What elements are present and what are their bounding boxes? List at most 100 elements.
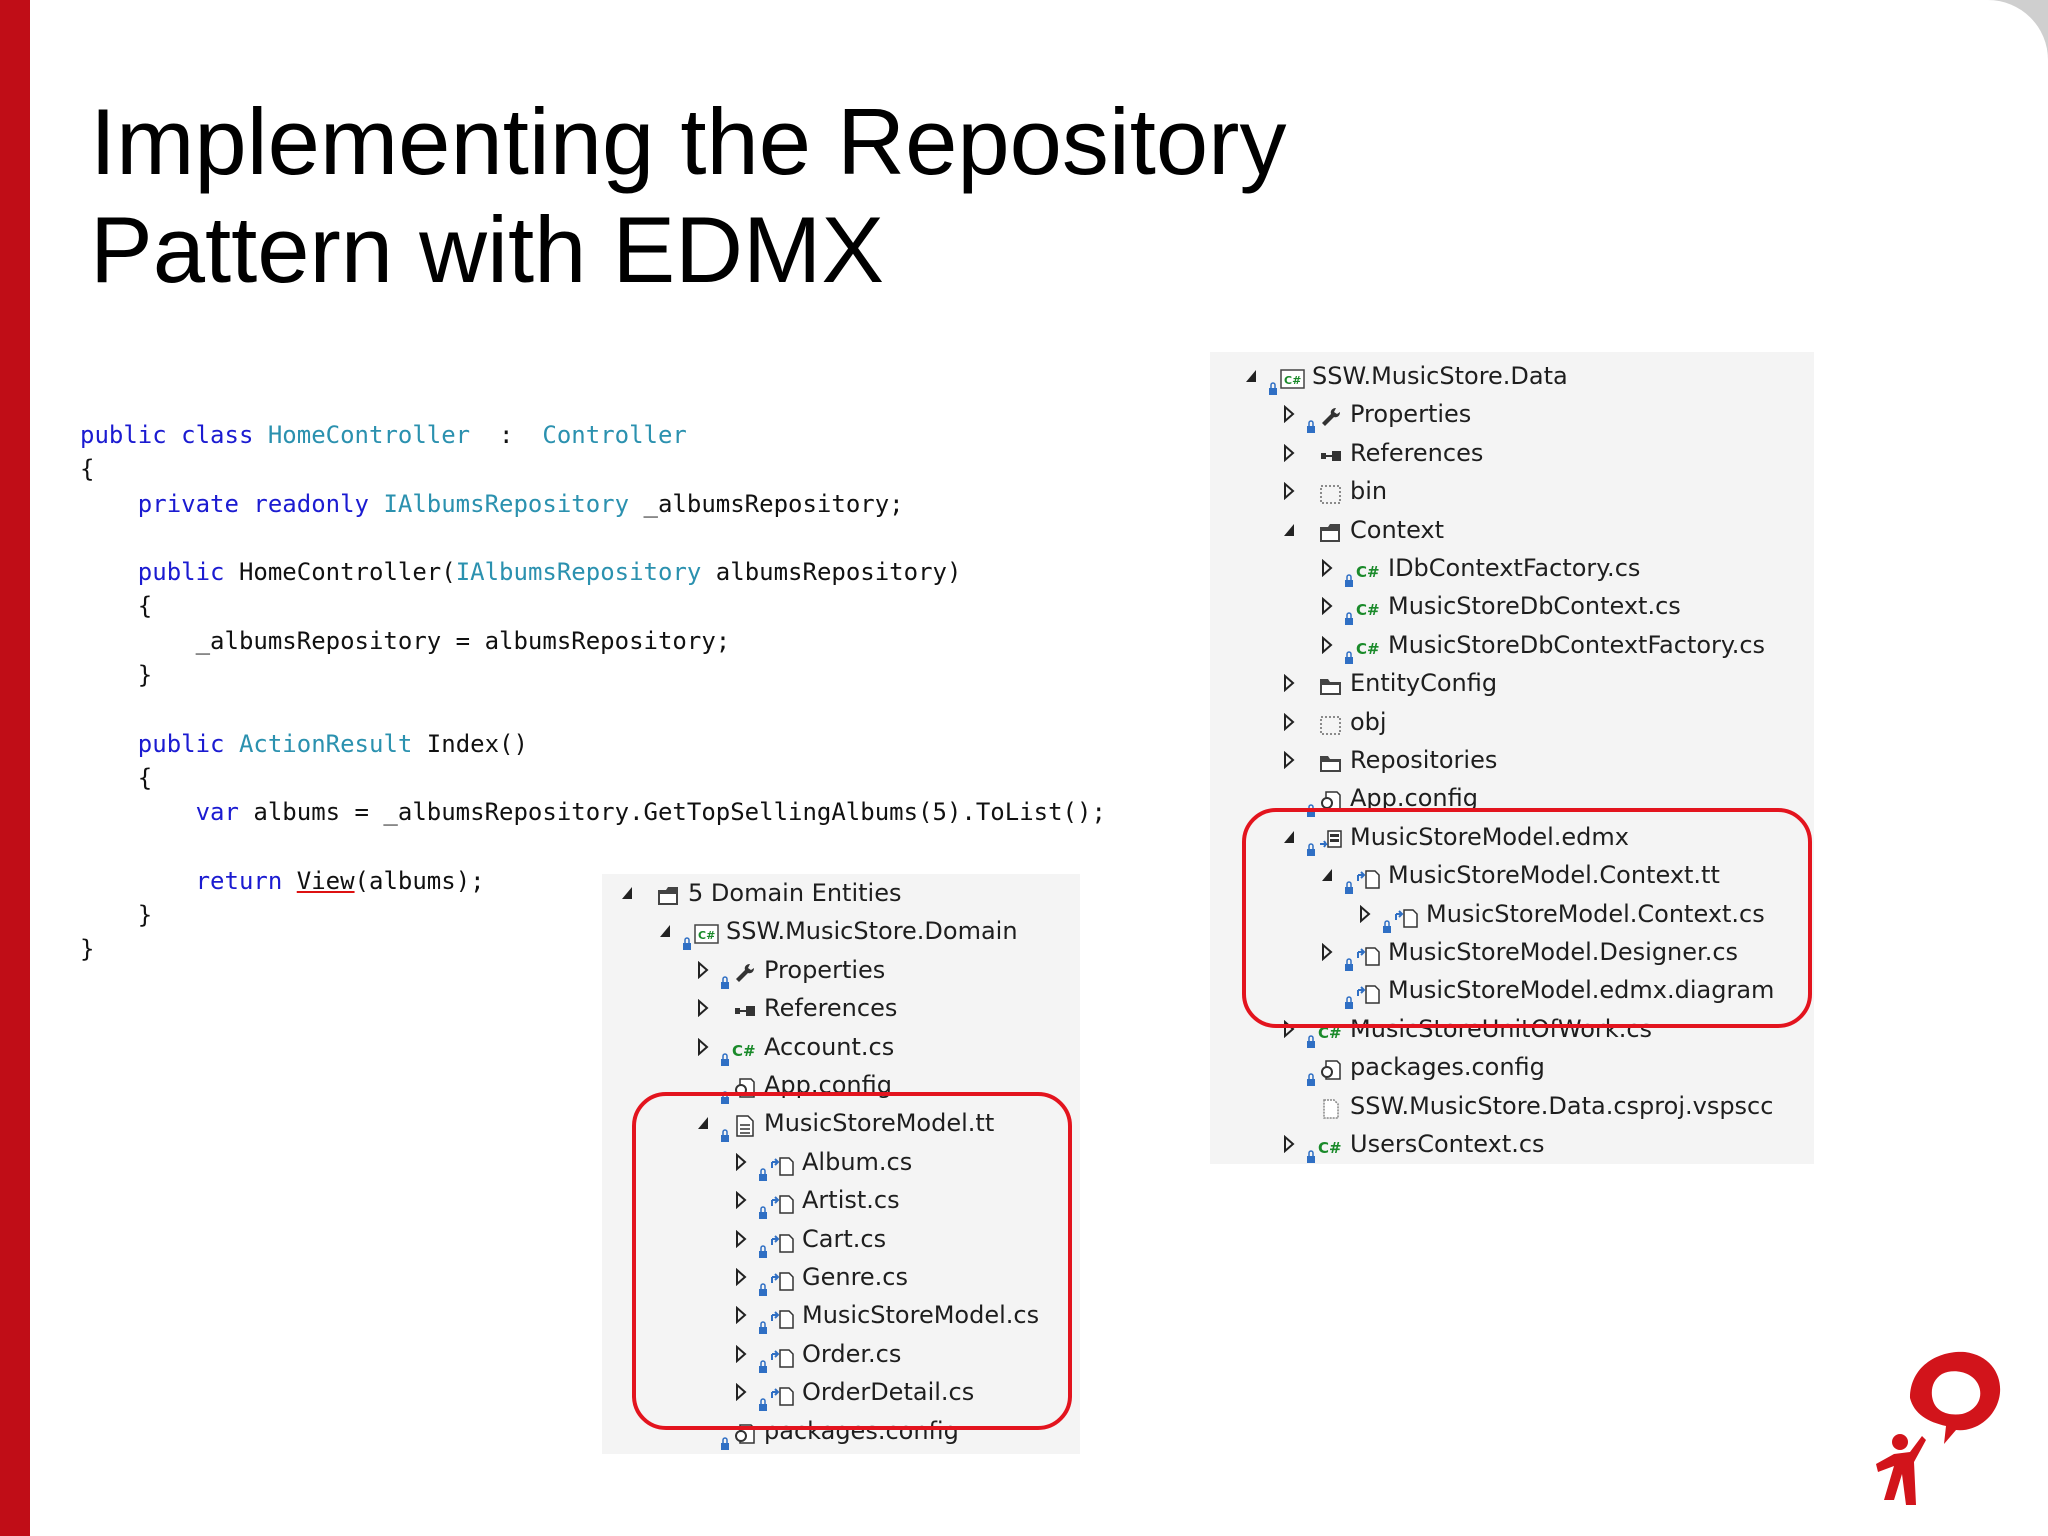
tree-item[interactable]: C#SSW.MusicStore.Domain	[602, 912, 1080, 951]
tree-item[interactable]: Artist.cs	[602, 1181, 1080, 1220]
generated-file-icon	[770, 1150, 796, 1176]
tree-item[interactable]: Properties	[602, 951, 1080, 989]
lock-icon	[758, 1308, 768, 1335]
tree-item[interactable]: OrderDetail.cs	[602, 1373, 1080, 1412]
tree-item[interactable]: MusicStoreModel.tt	[602, 1104, 1080, 1143]
tree-item[interactable]: Album.cs	[602, 1143, 1080, 1181]
collapsed-arrow-icon[interactable]	[696, 989, 710, 1027]
collapsed-arrow-icon[interactable]	[1320, 933, 1334, 971]
collapsed-arrow-icon[interactable]	[696, 1028, 710, 1066]
collapsed-arrow-icon[interactable]	[1358, 895, 1372, 933]
tree-item[interactable]: MusicStoreModel.Context.tt	[1210, 856, 1814, 895]
tree-item[interactable]: Properties	[1210, 395, 1814, 434]
collapsed-arrow-icon[interactable]	[734, 1143, 748, 1181]
collapsed-arrow-icon[interactable]	[734, 1181, 748, 1219]
tree-item[interactable]: MusicStoreModel.edmx.diagram	[1210, 971, 1814, 1010]
tree-item[interactable]: EntityConfig	[1210, 664, 1814, 702]
svg-text:C#: C#	[1318, 1024, 1342, 1042]
expanded-arrow-icon[interactable]	[696, 1104, 710, 1142]
collapsed-arrow-icon[interactable]	[1320, 626, 1334, 664]
tree-item-label: Properties	[1350, 400, 1472, 429]
tree-item-label: UsersContext.cs	[1350, 1130, 1545, 1158]
csharp-file-icon: C#	[1356, 594, 1382, 619]
csharp-file-icon: C#	[1318, 1132, 1344, 1157]
code-line: public HomeController(IAlbumsRepository …	[80, 555, 1106, 589]
collapsed-arrow-icon[interactable]	[1282, 1010, 1296, 1048]
tree-item-label: MusicStoreModel.cs	[802, 1301, 1040, 1330]
tree-item[interactable]: Order.cs	[602, 1335, 1080, 1373]
collapsed-arrow-icon[interactable]	[734, 1335, 748, 1373]
tree-item-label: MusicStoreModel.Designer.cs	[1388, 938, 1739, 966]
tree-item[interactable]: C#MusicStoreUnitOfWork.cs	[1210, 1010, 1814, 1048]
collapsed-arrow-icon[interactable]	[1320, 587, 1334, 625]
collapsed-arrow-icon[interactable]	[1282, 664, 1296, 702]
collapsed-arrow-icon[interactable]	[1320, 549, 1334, 587]
lock-icon	[758, 1155, 768, 1181]
expanded-arrow-icon[interactable]	[1282, 511, 1296, 549]
code-token: public class	[80, 421, 268, 449]
collapsed-arrow-icon[interactable]	[734, 1220, 748, 1258]
expanded-arrow-icon[interactable]	[620, 874, 634, 912]
lock-icon	[758, 1385, 768, 1412]
tree-item[interactable]: C#Account.cs	[602, 1028, 1080, 1066]
expanded-arrow-icon[interactable]	[1282, 818, 1296, 856]
tree-item[interactable]: References	[602, 989, 1080, 1027]
tree-item[interactable]: MusicStoreModel.Context.cs	[1210, 895, 1814, 933]
lock-icon	[720, 1424, 730, 1450]
tree-item[interactable]: MusicStoreModel.cs	[602, 1296, 1080, 1335]
csharp-project-icon: C#	[1280, 364, 1306, 389]
tree-item[interactable]: C#IDbContextFactory.cs	[1210, 549, 1814, 587]
expanded-arrow-icon[interactable]	[1320, 856, 1334, 894]
code-line: }	[80, 932, 1106, 966]
tree-item[interactable]: Genre.cs	[602, 1258, 1080, 1296]
collapsed-arrow-icon[interactable]	[1282, 395, 1296, 433]
svg-text:C#: C#	[732, 1042, 756, 1060]
code-token: Index()	[412, 729, 528, 758]
tree-item[interactable]: Context	[1210, 511, 1814, 549]
tree-item[interactable]: MusicStoreModel.Designer.cs	[1210, 933, 1814, 971]
collapsed-arrow-icon[interactable]	[1282, 1125, 1296, 1163]
tree-item-label: bin	[1350, 477, 1388, 506]
collapsed-arrow-icon[interactable]	[734, 1258, 748, 1296]
tree-item[interactable]: Repositories	[1210, 741, 1814, 779]
tree-item[interactable]: App.config	[1210, 779, 1814, 818]
code-token: private readonly	[137, 489, 384, 518]
tree-item[interactable]: Cart.cs	[602, 1220, 1080, 1258]
collapsed-arrow-icon[interactable]	[734, 1373, 748, 1411]
collapsed-arrow-icon[interactable]	[1282, 434, 1296, 472]
tree-item-label: packages.config	[1350, 1053, 1545, 1082]
tree-item-label: References	[1350, 438, 1484, 467]
code-line	[80, 830, 1106, 864]
code-token: IAlbumsRepository	[455, 558, 702, 587]
code-token: public	[137, 558, 239, 587]
tree-item[interactable]: packages.config	[1210, 1048, 1814, 1087]
collapsed-arrow-icon[interactable]	[1282, 703, 1296, 741]
tree-item[interactable]: bin	[1210, 472, 1814, 510]
tree-item[interactable]: obj	[1210, 703, 1814, 741]
folder-icon	[1318, 671, 1344, 696]
tree-item[interactable]: packages.config	[602, 1412, 1080, 1450]
tree-item[interactable]: References	[1210, 434, 1814, 472]
code-token	[80, 867, 196, 895]
collapsed-arrow-icon[interactable]	[1282, 741, 1296, 779]
csharp-file-icon: C#	[1318, 1017, 1344, 1042]
open-folder-icon	[1318, 518, 1344, 542]
collapsed-arrow-icon[interactable]	[734, 1296, 748, 1334]
tree-item[interactable]: SSW.MusicStore.Data.csproj.vspscc	[1210, 1087, 1814, 1125]
tree-item[interactable]: App.config	[602, 1066, 1080, 1104]
tree-item[interactable]: 5 Domain Entities	[602, 874, 1080, 912]
tree-item[interactable]: C#UsersContext.cs	[1210, 1125, 1814, 1163]
edmx-file-icon	[1318, 825, 1344, 849]
expanded-arrow-icon[interactable]	[658, 912, 672, 950]
tree-item[interactable]: C#SSW.MusicStore.Data	[1210, 357, 1814, 395]
expanded-arrow-icon[interactable]	[1244, 357, 1258, 395]
tree-item[interactable]: MusicStoreModel.edmx	[1210, 818, 1814, 856]
tree-item[interactable]: C#MusicStoreDbContext.cs	[1210, 587, 1814, 626]
collapsed-arrow-icon[interactable]	[1282, 472, 1296, 510]
tree-item-label: References	[764, 994, 898, 1023]
tree-item-label: MusicStoreModel.edmx.diagram	[1388, 976, 1775, 1005]
config-file-icon	[1318, 786, 1344, 812]
tree-item-label: obj	[1350, 707, 1387, 736]
collapsed-arrow-icon[interactable]	[696, 951, 710, 989]
tree-item[interactable]: C#MusicStoreDbContextFactory.cs	[1210, 626, 1814, 664]
